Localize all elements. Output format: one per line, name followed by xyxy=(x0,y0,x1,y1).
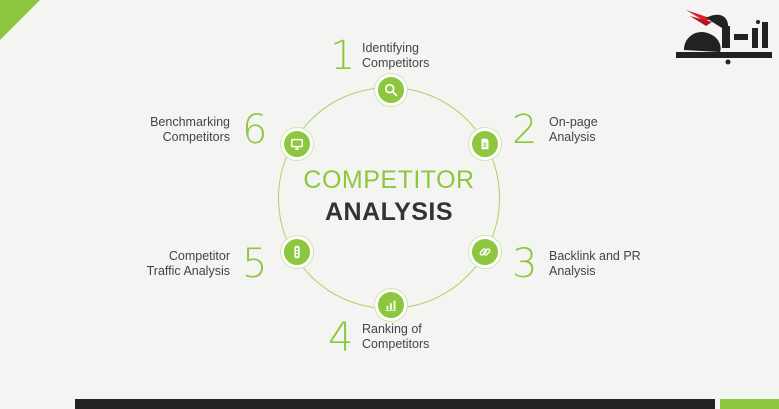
link-icon xyxy=(479,248,491,256)
step-1-node xyxy=(375,74,407,106)
step-4-number: 4 xyxy=(328,315,354,361)
step-6-label-line2: Competitors xyxy=(162,130,230,144)
step-3-label-line1: Backlink and PR xyxy=(549,249,641,263)
brand-logo xyxy=(676,10,772,65)
step-2-node xyxy=(469,128,501,160)
corner-decoration xyxy=(0,0,40,40)
step-2-number: 2 xyxy=(512,107,538,153)
step-6-number: 6 xyxy=(242,107,268,153)
step-6-label: Benchmarking Competitors xyxy=(120,115,230,145)
footer-accent xyxy=(720,399,779,409)
step-5-label: Competitor Traffic Analysis xyxy=(120,249,230,279)
step-4-label-line1: Ranking of xyxy=(362,322,422,336)
diagram-title-line2: ANALYSIS xyxy=(324,198,454,226)
step-6-node xyxy=(281,128,313,160)
step-4-node xyxy=(375,289,407,321)
monitor-icon xyxy=(291,138,303,150)
bar-chart-icon xyxy=(385,300,397,311)
step-3-number: 3 xyxy=(512,241,538,287)
step-1-label-line1: Identifying xyxy=(362,41,419,55)
step-5-number: 5 xyxy=(242,241,268,287)
step-3-node xyxy=(469,236,501,268)
search-icon xyxy=(384,83,398,97)
step-3-label: Backlink and PR Analysis xyxy=(549,249,641,279)
step-1-label: Identifying Competitors xyxy=(362,41,429,71)
step-4-label: Ranking of Competitors xyxy=(362,322,429,352)
step-6-label-line1: Benchmarking xyxy=(150,115,230,129)
document-icon xyxy=(481,138,489,150)
step-5-node xyxy=(281,236,313,268)
diagram-title-line1: COMPETITOR xyxy=(303,166,475,194)
step-4-label-line2: Competitors xyxy=(362,337,430,351)
step-2-label-line1: On-page xyxy=(549,115,598,129)
step-5-label-line1: Competitor xyxy=(168,249,230,263)
step-5-label-line2: Traffic Analysis xyxy=(146,264,230,278)
step-2-label: On-page Analysis xyxy=(549,115,598,145)
traffic-light-icon xyxy=(294,245,300,259)
step-1-number: 1 xyxy=(330,33,356,79)
step-2-label-line2: Analysis xyxy=(549,130,596,144)
step-3-label-line2: Analysis xyxy=(549,264,596,278)
footer-bar xyxy=(75,399,715,409)
step-1-label-line2: Competitors xyxy=(362,56,430,70)
